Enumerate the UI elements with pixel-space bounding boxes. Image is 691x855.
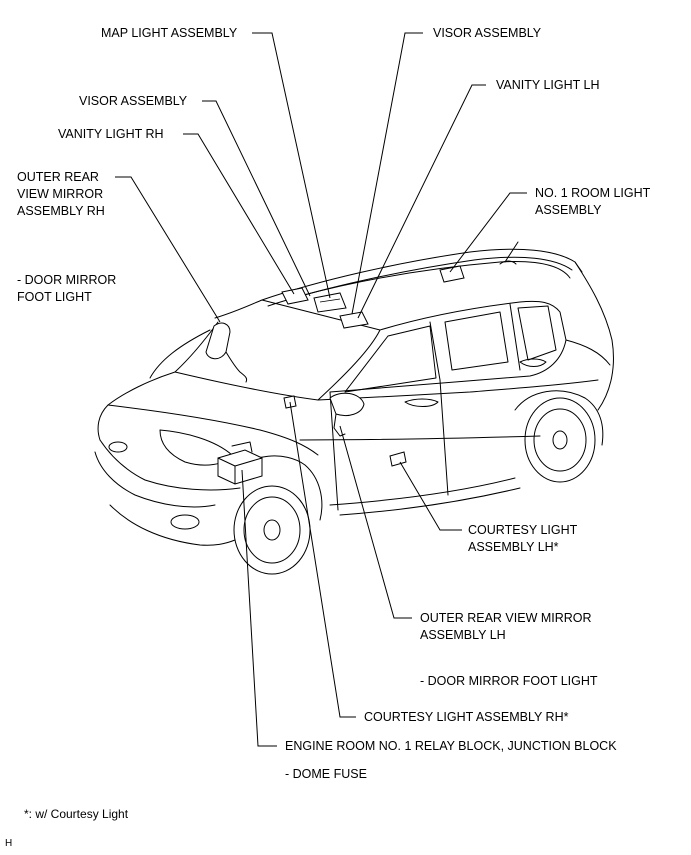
map-light-part	[313, 292, 347, 313]
label-outer-mirror-lh: OUTER REAR VIEW MIRROR ASSEMBLY LH	[420, 611, 592, 642]
label-vanity-light-lh: VANITY LIGHT LH	[496, 78, 600, 92]
footnote: *: w/ Courtesy Light	[24, 807, 129, 821]
label-map-light-assembly: MAP LIGHT ASSEMBLY	[101, 26, 238, 40]
label-relay-block: ENGINE ROOM NO. 1 RELAY BLOCK, JUNCTION …	[285, 739, 617, 753]
label-visor-assembly-left: VISOR ASSEMBLY	[79, 94, 188, 108]
label-visor-assembly-top: VISOR ASSEMBLY	[433, 26, 542, 40]
label-outer-mirror-lh-sub: - DOOR MIRROR FOOT LIGHT	[420, 674, 598, 688]
label-vanity-light-rh: VANITY LIGHT RH	[58, 127, 164, 141]
component-parts	[205, 265, 465, 485]
courtesy-light-lh-part	[389, 451, 407, 467]
car-body	[94, 241, 614, 575]
vanity-light-lh-part	[339, 311, 369, 329]
vanity-light-rh-part	[281, 287, 309, 305]
label-room-light-assembly: NO. 1 ROOM LIGHT ASSEMBLY	[535, 186, 651, 217]
label-outer-mirror-rh-sub: - DOOR MIRROR FOOT LIGHT	[17, 273, 117, 304]
label-relay-block-sub: - DOME FUSE	[285, 767, 367, 781]
label-courtesy-light-rh: COURTESY LIGHT ASSEMBLY RH*	[364, 710, 569, 724]
corner-mark: H	[5, 838, 13, 849]
mirror-lh-part	[329, 392, 365, 417]
label-courtesy-light-lh: COURTESY LIGHT ASSEMBLY LH*	[468, 523, 578, 554]
rear-wheel	[514, 390, 604, 483]
label-outer-mirror-rh: OUTER REAR VIEW MIRROR ASSEMBLY RH	[17, 170, 105, 218]
leader-lines	[115, 32, 527, 747]
relay-block-part	[217, 449, 263, 485]
